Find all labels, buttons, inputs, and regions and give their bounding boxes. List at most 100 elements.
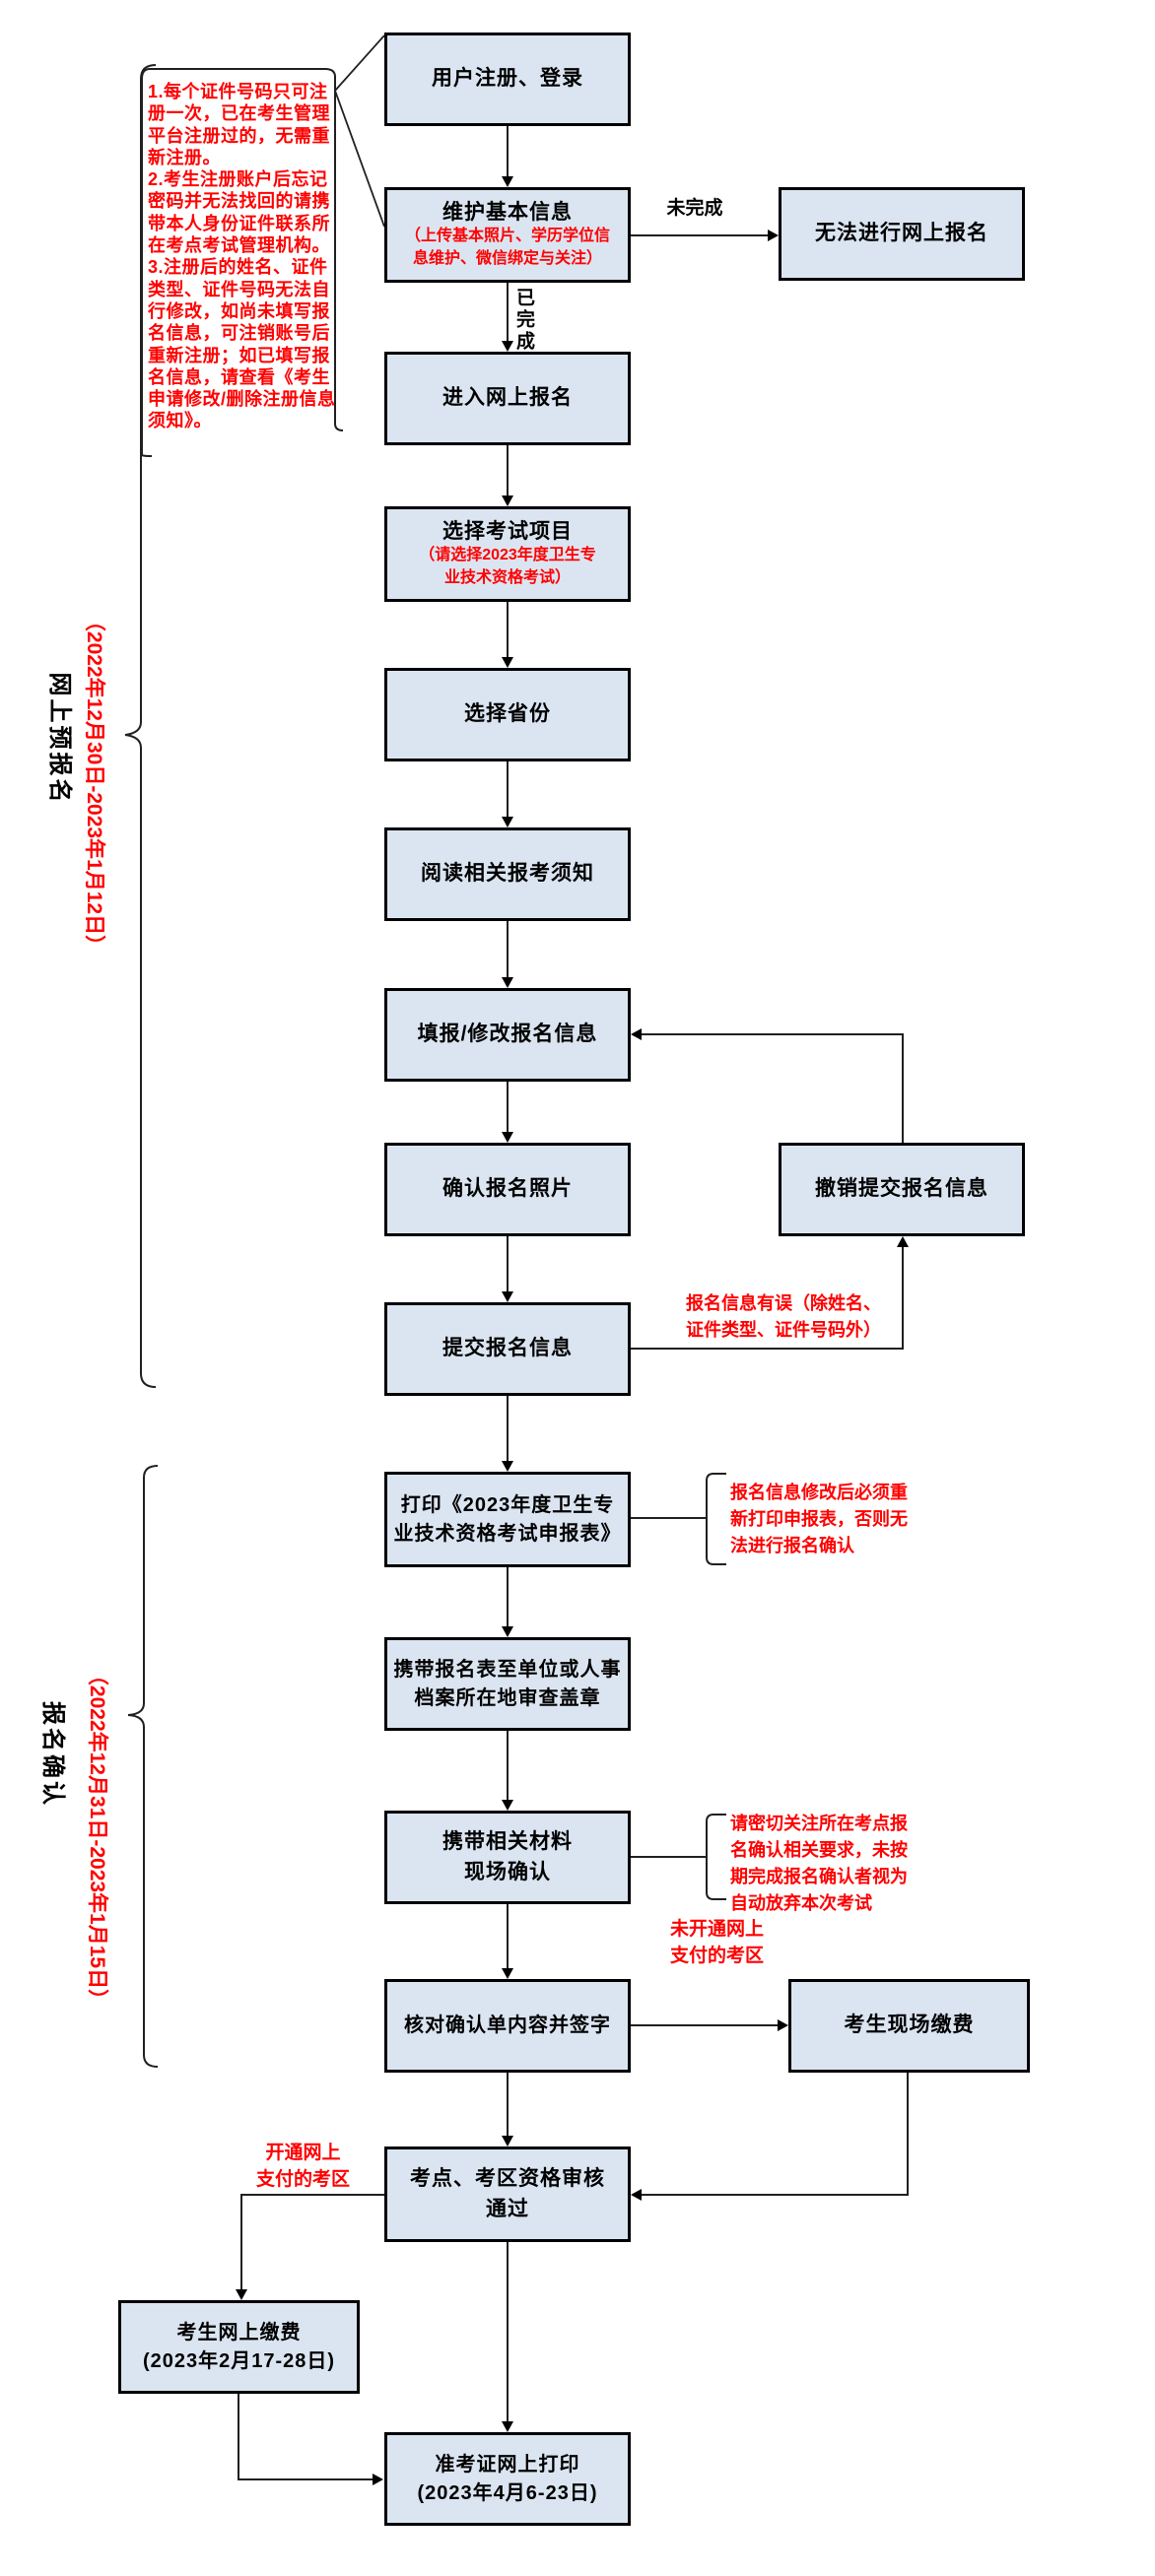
line-payonline-to-ticket	[238, 2478, 374, 2480]
arrow-maintain-to-cannot	[631, 234, 769, 236]
edge-label-no-online-pay: 未开通网上 支付的考区	[669, 1919, 764, 1966]
flow-node-check-sign: 核对确认单内容并签字	[384, 1979, 631, 2073]
edge-label-submit-error: 报名信息有误（除姓名、 证件类型、证件号码外）	[686, 1293, 881, 1340]
arrowhead	[373, 2474, 383, 2485]
arrow-fill-to-photo	[507, 1082, 509, 1133]
arrowhead	[768, 230, 779, 241]
flow-node-cannot-register-label: 无法进行网上报名	[815, 222, 988, 245]
flow-node-select-province: 选择省份	[384, 668, 631, 761]
flow-node-pay-online: 考生网上缴费 (2023年2月17-28日)	[118, 2300, 360, 2394]
flow-node-revoke-submit: 撤销提交报名信息	[779, 1143, 1025, 1236]
line-payonsite-to-audit-vertical	[907, 2073, 909, 2196]
arrowhead	[502, 1626, 513, 1637]
line-audit-to-payonline	[240, 2194, 384, 2196]
arrowhead	[502, 817, 513, 827]
arrow-province-to-read	[507, 761, 509, 817]
flow-node-enter-online-label: 进入网上报名	[442, 386, 573, 410]
flow-node-confirm-photo-label: 确认报名照片	[442, 1177, 573, 1201]
arrowhead	[502, 2136, 513, 2147]
arrowhead	[502, 1800, 513, 1811]
flow-node-submit-info-label: 提交报名信息	[442, 1337, 573, 1360]
arrowhead	[502, 2421, 513, 2432]
annotation-leader-lines	[333, 34, 385, 228]
arrow-project-to-province	[507, 602, 509, 658]
leader-print-callout	[631, 1517, 707, 1519]
arrow-check-to-payonsite	[631, 2024, 779, 2026]
line-submit-to-revoke-vertical	[902, 1247, 904, 1350]
leader-attention-callout	[631, 1856, 707, 1858]
arrowhead	[502, 1132, 513, 1143]
brace-confirmation-section	[127, 1465, 159, 2068]
arrowhead	[631, 2189, 642, 2201]
flow-node-print-form-label: 打印《2023年度卫生专 业技术资格考试申报表》	[393, 1493, 622, 1545]
flow-node-pay-onsite-label: 考生现场缴费	[844, 2014, 975, 2037]
arrow-read-to-fill	[507, 921, 509, 978]
flow-node-print-ticket: 准考证网上打印 (2023年4月6-23日)	[384, 2432, 631, 2526]
arrow-photo-to-submit	[507, 1236, 509, 1292]
section-label-preregistration: 网上预报名	[46, 672, 73, 806]
flow-node-select-project: 选择考试项目 （请选择2023年度卫生专 业技术资格考试）	[384, 506, 631, 602]
flow-node-enter-online: 进入网上报名	[384, 352, 631, 445]
arrowhead	[502, 1291, 513, 1302]
flow-node-confirm-photo: 确认报名照片	[384, 1143, 631, 1236]
arrowhead	[502, 977, 513, 988]
flow-node-maintain-info: 维护基本信息 （上传基本照片、学历学位信 息维护、微信绑定与关注）	[384, 187, 631, 283]
flow-node-audit-pass: 考点、考区资格审核 通过	[384, 2147, 631, 2242]
edge-label-incomplete: 未完成	[666, 198, 723, 219]
line-audit-to-payonline-vertical	[240, 2194, 242, 2289]
arrowhead	[502, 1968, 513, 1979]
flow-node-onsite-confirm-label: 携带相关材料 现场确认	[442, 1830, 573, 1883]
flow-node-print-form: 打印《2023年度卫生专 业技术资格考试申报表》	[384, 1472, 631, 1567]
flow-node-read-notice: 阅读相关报考须知	[384, 827, 631, 921]
arrowhead	[502, 1461, 513, 1472]
arrowhead	[778, 2019, 788, 2031]
callout-reprint: 报名信息修改后必须重 新打印申报表，否则无 法进行报名确认	[730, 1483, 908, 1555]
arrow-check-to-audit	[507, 2073, 509, 2137]
flow-node-register-label: 用户注册、登录	[432, 67, 583, 91]
arrowhead	[236, 2289, 247, 2300]
arrowhead	[502, 341, 513, 352]
arrowhead	[631, 1028, 642, 1040]
line-revoke-to-fill	[642, 1033, 904, 1035]
annotation-registration-notes: 1.每个证件号码只可注 册一次，已在考生管理 平台注册过的，无需重 新注册。 2…	[148, 82, 336, 431]
arrowhead	[502, 176, 513, 187]
arrow-stamp-to-onsite	[507, 1731, 509, 1801]
flow-node-submit-info: 提交报名信息	[384, 1302, 631, 1396]
flow-node-fill-info: 填报/修改报名信息	[384, 988, 631, 1082]
line-submit-to-revoke	[631, 1348, 904, 1350]
arrowhead	[502, 495, 513, 506]
flow-node-revoke-submit-label: 撤销提交报名信息	[815, 1177, 988, 1201]
arrow-maintain-to-enter	[507, 283, 509, 342]
flow-node-print-ticket-label: 准考证网上打印 (2023年4月6-23日)	[417, 2453, 598, 2504]
flow-node-onsite-confirm: 携带相关材料 现场确认	[384, 1811, 631, 1904]
flow-node-cannot-register: 无法进行网上报名	[779, 187, 1025, 281]
line-revoke-to-fill-vertical	[902, 1034, 904, 1143]
flow-node-maintain-note: （上传基本照片、学历学位信 息维护、微信绑定与关注）	[404, 227, 610, 268]
attention-callout-bracket	[706, 1814, 726, 1900]
arrowhead	[502, 657, 513, 668]
arrow-register-to-maintain	[507, 126, 509, 177]
flow-node-check-sign-label: 核对确认单内容并签字	[404, 2015, 611, 2036]
section-dates-confirmation: （2022年12月31日-2023年1月15日）	[86, 1664, 108, 2011]
arrow-print-to-stamp	[507, 1567, 509, 1627]
flow-node-pay-onsite: 考生现场缴费	[788, 1979, 1030, 2073]
flow-node-stamp-form-label: 携带报名表至单位或人事 档案所在地审查盖章	[393, 1658, 622, 1709]
arrow-onsite-to-check	[507, 1904, 509, 1969]
flow-node-pay-online-label: 考生网上缴费 (2023年2月17-28日)	[142, 2321, 336, 2372]
reprint-callout-bracket	[706, 1473, 726, 1565]
section-dates-preregistration: （2022年12月30日-2023年1月12日）	[83, 610, 105, 957]
flow-node-fill-info-label: 填报/修改报名信息	[417, 1023, 598, 1046]
line-payonsite-to-audit	[642, 2194, 909, 2196]
arrow-audit-to-ticket	[507, 2242, 509, 2422]
flow-node-audit-pass-label: 考点、考区资格审核 通过	[410, 2167, 605, 2220]
flow-node-stamp-form: 携带报名表至单位或人事 档案所在地审查盖章	[384, 1637, 631, 1731]
flow-node-read-notice-label: 阅读相关报考须知	[421, 862, 594, 886]
arrow-enter-to-project	[507, 445, 509, 496]
arrowhead	[897, 1236, 909, 1247]
edge-label-online-pay: 开通网上 支付的考区	[255, 2143, 350, 2190]
section-label-confirmation: 报名确认	[39, 1701, 66, 1808]
callout-attention: 请密切关注所在考点报 名确认相关要求，未按 期完成报名确认者视为 自动放弃本次考…	[730, 1814, 908, 1913]
arrow-submit-to-print	[507, 1396, 509, 1462]
line-payonline-to-ticket-vertical	[238, 2394, 239, 2480]
